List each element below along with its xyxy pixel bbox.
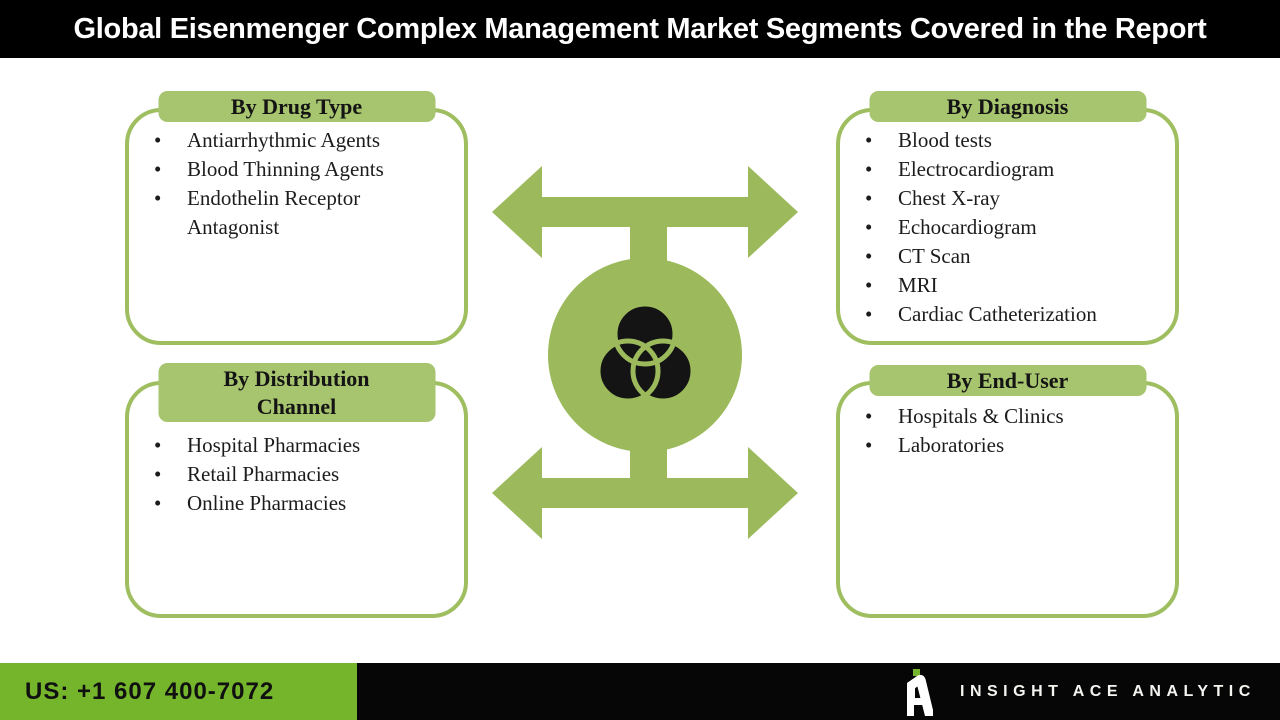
segment-header-end-user: By End-User xyxy=(869,365,1146,396)
list-item-text: Laboratories xyxy=(898,433,1005,457)
bullet-marker: • xyxy=(865,244,873,268)
segment-list-drug-type: • Antiarrhythmic Agents • Blood Thinning A… xyxy=(129,126,464,242)
footer-bar: US: +1 607 400-7072 INSIGHT ACE ANALYTIC xyxy=(0,663,1280,720)
center-motif-graphic xyxy=(492,166,798,539)
list-item: • Retail Pharmacies xyxy=(129,460,464,489)
list-item-text: Blood tests xyxy=(898,128,992,152)
bullet-marker: • xyxy=(865,128,873,152)
list-item: • Endothelin Receptor Antagonist xyxy=(129,184,464,242)
list-item: • Cardiac Catheterization xyxy=(840,300,1175,329)
list-item: • Echocardiogram xyxy=(840,213,1175,242)
segment-list-distribution-channel: •Hospital Pharmacies •Retail Pharmacies … xyxy=(129,431,464,518)
list-item-text: CT Scan xyxy=(898,244,971,268)
list-item-text: Hospitals & Clinics xyxy=(898,404,1064,428)
bullet-marker: • xyxy=(154,157,162,181)
list-item: • Chest X-ray xyxy=(840,184,1175,213)
segment-header-drug-type: By Drug Type xyxy=(158,91,435,122)
segment-heading: By Diagnosis xyxy=(946,93,1069,119)
segment-heading: By Drug Type xyxy=(230,93,363,119)
double-arrow-bottom xyxy=(492,447,798,539)
bullet-marker: • xyxy=(154,491,162,515)
list-item-text: Cardiac Catheterization xyxy=(898,302,1097,326)
venn-diagram-icon xyxy=(595,301,696,404)
list-item: • Hospital Pharmacies xyxy=(129,431,464,460)
brand-name: INSIGHT ACE ANALYTIC xyxy=(960,682,1256,700)
segment-box-end-user: By End-User • Hospitals & Clinics • Labora… xyxy=(836,365,1179,618)
segment-box-drug-type: By Drug Type • Antiarrhythmic Agents • Blo… xyxy=(125,91,468,345)
segment-heading: By End-User xyxy=(946,367,1069,393)
list-item-text: Online Pharmacies xyxy=(187,491,347,515)
phone-banner: US: +1 607 400-7072 xyxy=(0,663,357,720)
bullet-marker: • xyxy=(154,462,162,486)
segment-list-diagnosis: • Blood tests • Electrocardiogram • Chest X… xyxy=(840,126,1175,329)
segment-header-distribution-channel: By Distribution Channel xyxy=(158,363,435,422)
list-item: • Hospitals & Clinics xyxy=(840,402,1175,431)
bullet-marker: • xyxy=(865,157,873,181)
bullet-marker: • xyxy=(865,302,873,326)
list-item: • Laboratories xyxy=(840,431,1175,460)
list-item: • Antiarrhythmic Agents xyxy=(129,126,464,155)
list-item-text: Echocardiogram xyxy=(898,215,1037,239)
bullet-marker: • xyxy=(865,433,873,457)
list-item-text: Retail Pharmacies xyxy=(187,462,340,486)
insight-ace-logo-icon xyxy=(907,668,933,716)
page-title: Global Eisenmenger Complex Management Ma… xyxy=(73,12,1207,45)
bullet-marker: • xyxy=(865,186,873,210)
list-item: • Electrocardiogram xyxy=(840,155,1175,184)
list-item-text: Endothelin Receptor Antagonist xyxy=(187,186,361,239)
segment-header-diagnosis: By Diagnosis xyxy=(869,91,1146,122)
list-item-text: Hospital Pharmacies xyxy=(187,433,361,457)
bullet-marker: • xyxy=(865,273,873,297)
list-item: • Blood Thinning Agents xyxy=(129,155,464,184)
segment-list-end-user: • Hospitals & Clinics • Laboratories xyxy=(840,402,1175,460)
phone-number: US: +1 607 400-7072 xyxy=(25,677,275,705)
list-item: • Online Pharmacies xyxy=(129,489,464,518)
list-item-text: Blood Thinning Agents xyxy=(187,157,384,181)
bullet-marker: • xyxy=(154,186,162,210)
segment-box-distribution-channel: By Distribution Channel • Hospital Pharma… xyxy=(125,363,468,618)
segment-heading: By Distribution Channel xyxy=(223,365,370,419)
bullet-marker: • xyxy=(865,404,873,428)
list-item: • Blood tests xyxy=(840,126,1175,155)
bullet-marker: • xyxy=(154,128,162,152)
list-item-text: Chest X-ray xyxy=(898,186,1001,210)
bullet-marker: • xyxy=(865,215,873,239)
brand-block: INSIGHT ACE ANALYTIC xyxy=(903,663,1256,720)
title-bar: Global Eisenmenger Complex Management Ma… xyxy=(0,0,1280,58)
segment-box-diagnosis: By Diagnosis • Blood tests • Electrocardio… xyxy=(836,91,1179,345)
list-item-text: Antiarrhythmic Agents xyxy=(187,128,381,152)
bullet-marker: • xyxy=(154,433,162,457)
list-item: • CT Scan xyxy=(840,242,1175,271)
list-item-text: MRI xyxy=(898,273,938,297)
double-arrow-top xyxy=(492,166,798,258)
list-item-text: Electrocardiogram xyxy=(898,157,1055,181)
list-item: • MRI xyxy=(840,271,1175,300)
